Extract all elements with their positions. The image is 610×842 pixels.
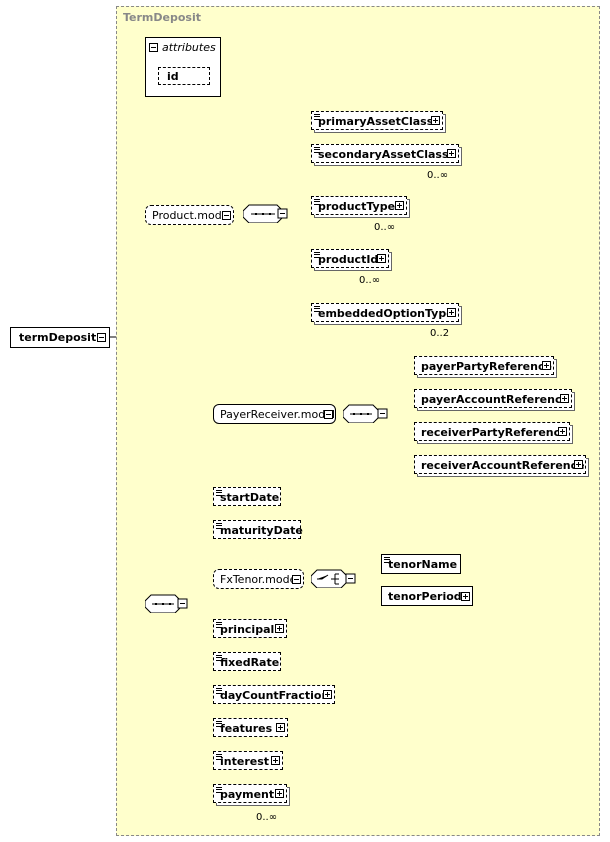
element-label: productId (318, 253, 379, 266)
collapse-toggle-icon[interactable] (149, 43, 158, 52)
attributes-label: attributes (162, 41, 216, 54)
collapse-toggle-icon[interactable] (222, 211, 231, 220)
element-label: payerPartyReference (421, 360, 552, 373)
element-productId[interactable]: productId (311, 249, 389, 268)
element-dayCountFraction[interactable]: dayCountFraction (213, 685, 335, 704)
group-label: PayerReceiver.model (220, 408, 336, 421)
element-primaryAssetClass[interactable]: primaryAssetClass (311, 111, 443, 130)
documentation-icon (314, 114, 320, 120)
expand-toggle-icon[interactable] (574, 460, 583, 469)
element-tenorPeriod[interactable]: tenorPeriod (381, 586, 473, 606)
element-label: primaryAssetClass (318, 115, 434, 128)
element-label: payment (220, 788, 275, 801)
element-label: features (220, 722, 273, 735)
element-principal[interactable]: principal (213, 619, 287, 638)
collapse-toggle-icon[interactable] (324, 410, 333, 419)
cardinality-label: 0..∞ (427, 170, 449, 181)
group-payer-receiver-model[interactable]: PayerReceiver.model (213, 404, 336, 424)
documentation-icon (216, 622, 222, 628)
sequence-compositor-icon (243, 204, 288, 223)
root-element-termDeposit[interactable]: termDeposit (10, 327, 110, 348)
expand-toggle-icon[interactable] (276, 723, 285, 732)
cardinality-label: 0..2 (430, 328, 450, 339)
element-label: dayCountFraction (220, 689, 330, 702)
cardinality-label: 0..∞ (359, 275, 381, 286)
group-label: FxTenor.model (220, 573, 300, 586)
element-label: maturityDate (220, 524, 303, 537)
element-startDate[interactable]: startDate (213, 487, 281, 506)
element-label: interest (220, 755, 270, 768)
sequence-compositor-icon (343, 404, 388, 423)
documentation-icon (216, 688, 222, 694)
group-product-model[interactable]: Product.model (145, 205, 234, 225)
element-label: startDate (220, 491, 280, 504)
expand-toggle-icon[interactable] (377, 254, 386, 263)
documentation-icon (314, 199, 320, 205)
element-features[interactable]: features (213, 718, 288, 737)
element-label: tenorName (388, 558, 458, 571)
root-element-label: termDeposit (19, 331, 97, 344)
expand-toggle-icon[interactable] (447, 308, 456, 317)
element-payerAccountReference[interactable]: payerAccountReference (414, 389, 572, 408)
element-receiverPartyReference[interactable]: receiverPartyReference (414, 422, 570, 441)
element-maturityDate[interactable]: maturityDate (213, 520, 303, 539)
documentation-icon (314, 252, 320, 258)
attribute-id[interactable]: id (158, 67, 210, 85)
cardinality-label: 0..∞ (256, 812, 278, 823)
expand-toggle-icon[interactable] (431, 116, 440, 125)
collapse-toggle-icon[interactable] (97, 333, 106, 342)
expand-toggle-icon[interactable] (275, 624, 284, 633)
expand-toggle-icon[interactable] (395, 201, 404, 210)
cardinality-label: 0..∞ (374, 222, 396, 233)
expand-toggle-icon[interactable] (542, 361, 551, 370)
element-label: payerAccountReference (421, 393, 569, 406)
expand-toggle-icon[interactable] (271, 756, 280, 765)
element-label: receiverAccountReference (421, 459, 585, 472)
element-embeddedOptionType[interactable]: embeddedOptionType (311, 303, 459, 322)
element-label: tenorPeriod (388, 590, 462, 603)
expand-toggle-icon[interactable] (560, 394, 569, 403)
element-payment[interactable]: payment (213, 784, 287, 803)
element-receiverAccountReference[interactable]: receiverAccountReference (414, 455, 586, 474)
expand-toggle-icon[interactable] (461, 592, 470, 601)
group-label: Product.model (152, 209, 232, 222)
documentation-icon (314, 147, 320, 153)
expand-toggle-icon[interactable] (275, 789, 284, 798)
element-label: secondaryAssetClass (318, 148, 449, 161)
collapse-toggle-icon[interactable] (292, 575, 301, 584)
element-interest[interactable]: interest (213, 751, 283, 770)
documentation-icon (384, 557, 390, 563)
expand-toggle-icon[interactable] (558, 427, 567, 436)
sequence-compositor-icon (145, 594, 188, 613)
documentation-icon (216, 523, 222, 529)
documentation-icon (216, 787, 222, 793)
element-tenorName[interactable]: tenorName (381, 554, 461, 574)
expand-toggle-icon[interactable] (447, 149, 456, 158)
group-fx-tenor-model[interactable]: FxTenor.model (213, 569, 304, 589)
frame-title: TermDeposit (123, 11, 201, 24)
expand-toggle-icon[interactable] (323, 690, 332, 699)
documentation-icon (216, 721, 222, 727)
element-productType[interactable]: productType (311, 196, 407, 215)
element-label: embeddedOptionType (318, 307, 454, 320)
element-label: principal (220, 623, 275, 636)
element-label: productType (318, 200, 396, 213)
attributes-box: attributes id (145, 37, 221, 97)
documentation-icon (216, 655, 222, 661)
choice-compositor-icon (311, 569, 356, 588)
element-label: fixedRate (220, 656, 280, 669)
element-payerPartyReference[interactable]: payerPartyReference (414, 356, 554, 375)
element-label: receiverPartyReference (421, 426, 568, 439)
element-secondaryAssetClass[interactable]: secondaryAssetClass (311, 144, 459, 163)
documentation-icon (216, 754, 222, 760)
documentation-icon (216, 490, 222, 496)
documentation-icon (314, 306, 320, 312)
element-fixedRate[interactable]: fixedRate (213, 652, 281, 671)
